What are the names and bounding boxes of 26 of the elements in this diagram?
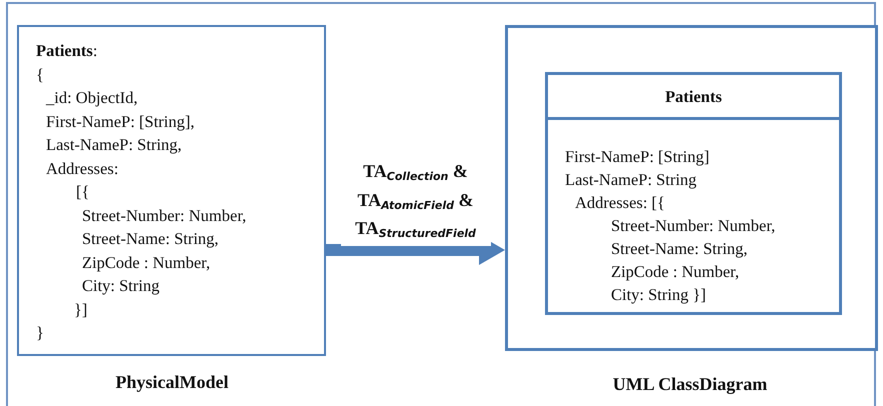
attribute-line: City: String }] (611, 285, 706, 305)
code-line: Street-Name: String, (82, 229, 219, 249)
code-line: } (36, 323, 44, 343)
panel-caption: PhysicalModel (114, 372, 230, 393)
attribute-line: Last-NameP: String (565, 170, 697, 190)
attribute-line: Street-Name: String, (611, 239, 748, 259)
code-line: }] (74, 300, 88, 320)
attribute-line: First-NameP: [String] (565, 147, 710, 167)
code-line: Addresses: (46, 158, 118, 178)
code-line: _id: ObjectId, (46, 88, 138, 108)
diagram-frame (505, 25, 878, 351)
code-line: ZipCode : Number, (82, 252, 210, 272)
class-box (545, 72, 842, 315)
attribute-line: ZipCode : Number, (611, 262, 740, 282)
code-line: City: String (82, 276, 160, 296)
code-line: Street-Number: Number, (82, 206, 246, 226)
panel-caption: UML ClassDiagram (612, 374, 768, 395)
attribute-line: Street-Number: Number, (611, 216, 776, 236)
code-line: [{ (76, 182, 90, 202)
code-line: First-NameP: [String], (46, 112, 194, 132)
code-line: { (36, 64, 44, 84)
class-name: Patients (664, 87, 723, 107)
code-line: Patients: (36, 41, 98, 61)
attribute-line: Addresses: [{ (575, 193, 665, 213)
schema-box (17, 25, 326, 356)
code-line: Last-NameP: String, (46, 135, 182, 155)
